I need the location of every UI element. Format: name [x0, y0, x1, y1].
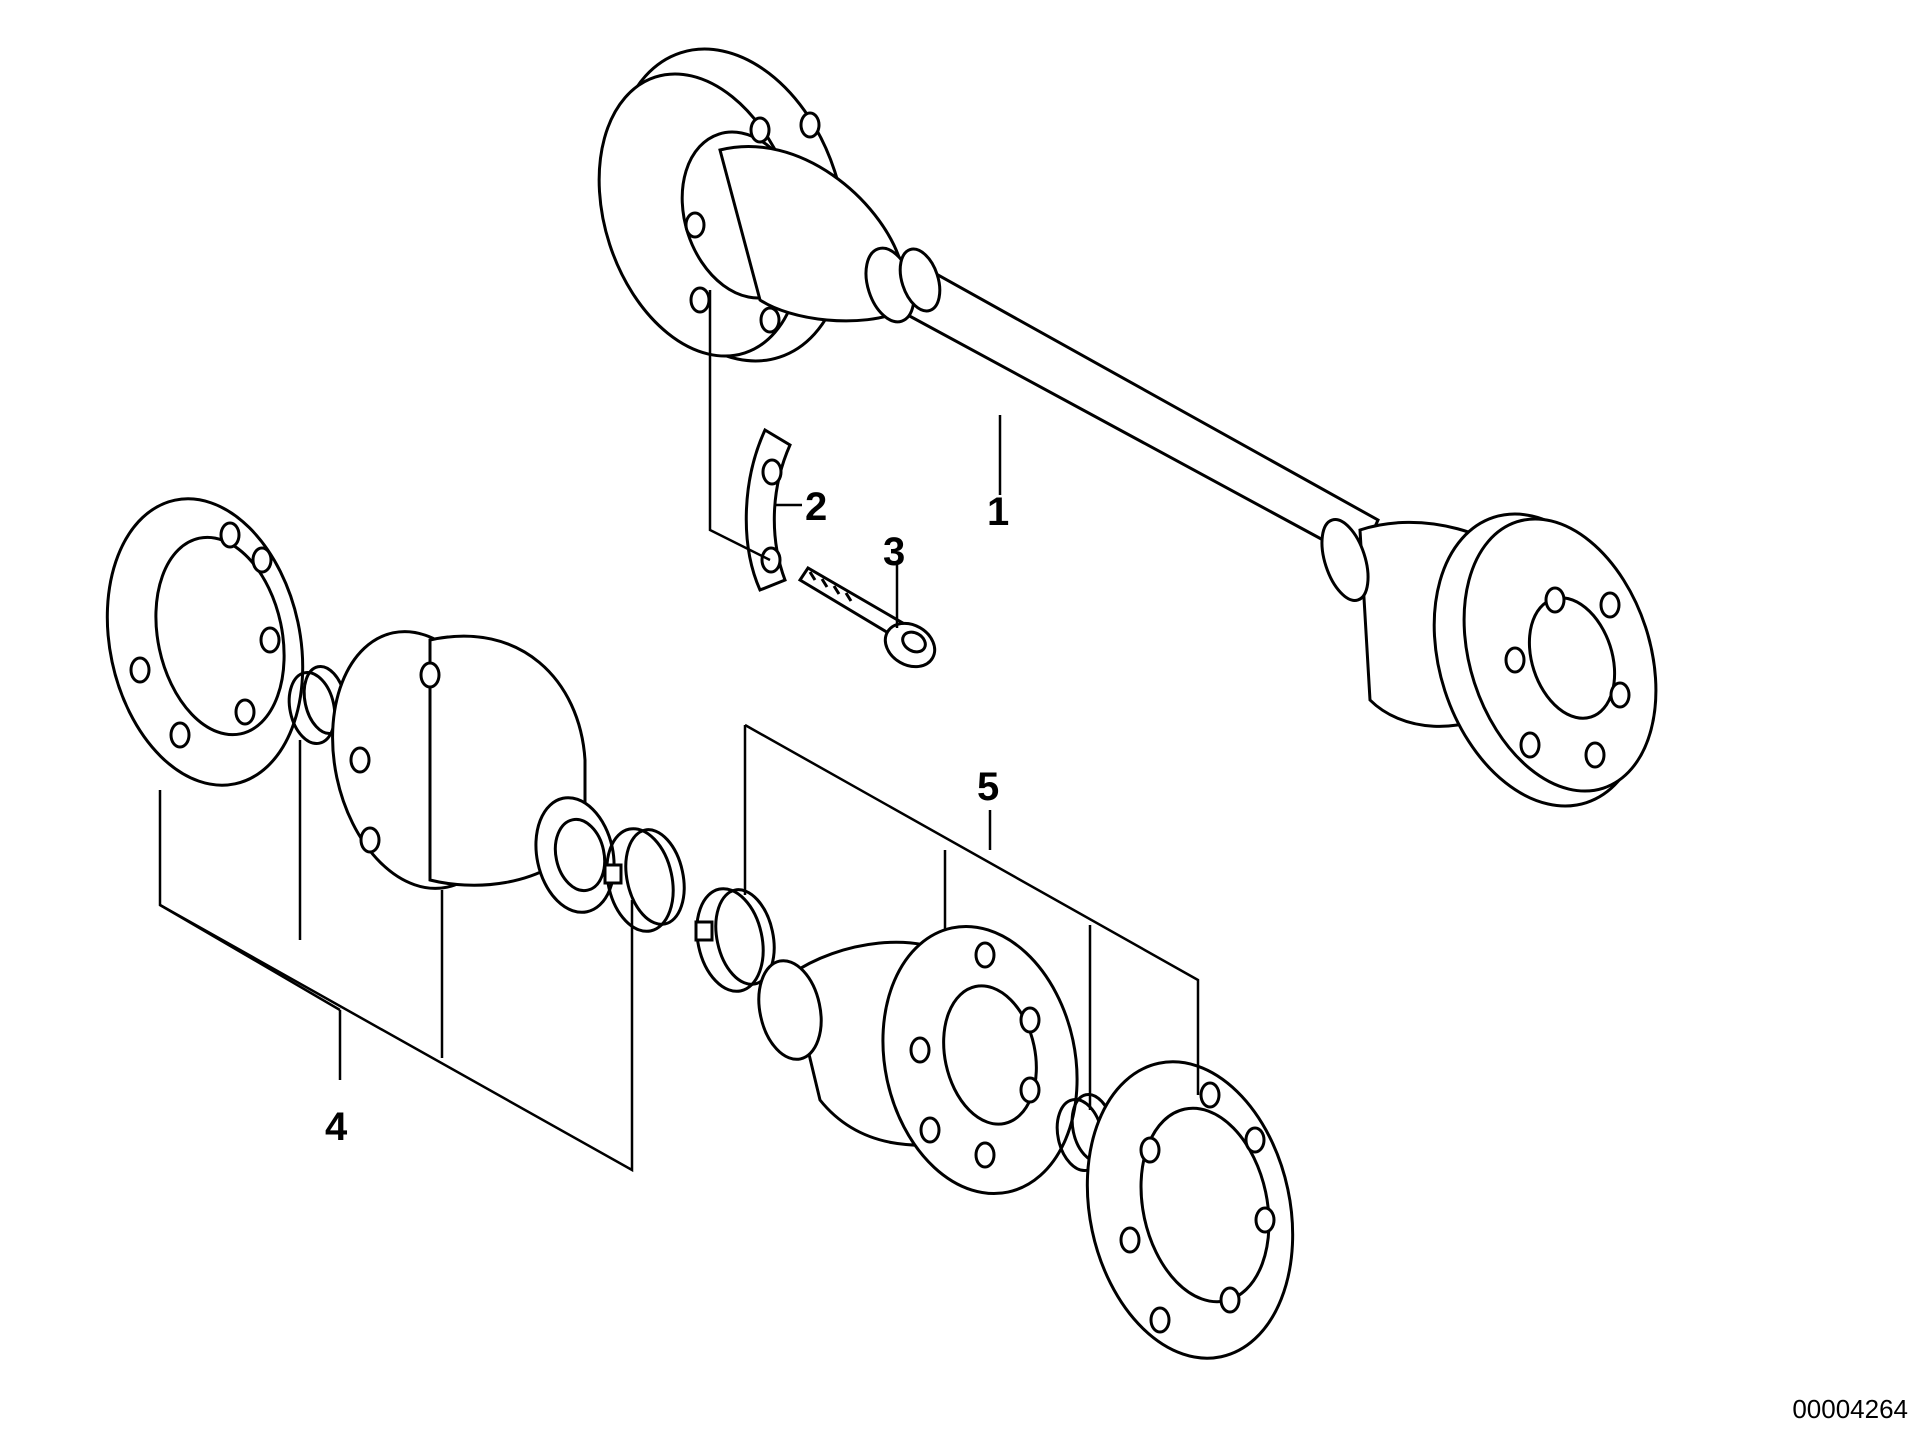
- flange-plate-right: [1085, 1060, 1295, 1360]
- joint-boot-right: [757, 924, 1079, 1196]
- callout-5: 5: [977, 765, 999, 809]
- hose-clamp-right: [694, 887, 776, 993]
- callout-2: 2: [805, 485, 827, 529]
- flange-plate-left: [105, 497, 305, 787]
- leader-lines: [158, 290, 1200, 1173]
- drive-shaft-assembly: [597, 47, 1658, 808]
- joint-boot-left: [331, 630, 616, 914]
- hose-clamp-left: [603, 827, 686, 933]
- callout-4: 4: [325, 1105, 348, 1149]
- lock-plate: [744, 427, 792, 592]
- callout-3: 3: [883, 530, 905, 574]
- hex-socket-bolt: [797, 565, 937, 669]
- diagram-reference-number: 00004264: [1792, 1394, 1908, 1424]
- callout-1: 1: [987, 490, 1009, 534]
